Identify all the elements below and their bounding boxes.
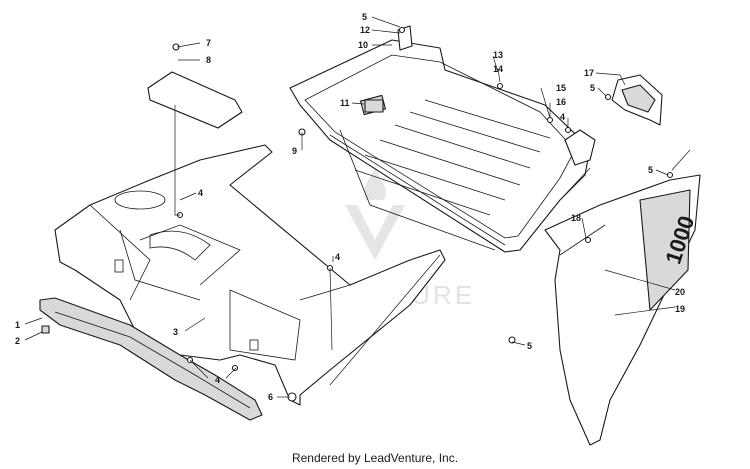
callout-2: 2 [15, 336, 20, 346]
callout-14: 14 [493, 64, 503, 74]
callout-18: 18 [571, 213, 581, 223]
callout-6: 6 [268, 392, 273, 402]
callout-10: 10 [358, 40, 368, 50]
side-panel: 1000 [544, 174, 701, 446]
callout-5-light: 5 [590, 83, 595, 93]
callout-5-top: 5 [362, 12, 367, 22]
storage-lid [147, 43, 243, 129]
callout-19: 19 [675, 304, 685, 314]
callout-12: 12 [360, 25, 370, 35]
callout-3: 3 [173, 327, 178, 337]
tail-light [611, 74, 663, 126]
callout-16: 16 [556, 97, 566, 107]
callout-labels: 1 2 3 4 4 4 4 5 5 5 5 6 7 8 9 10 11 12 1… [15, 12, 685, 402]
callout-4-upper: 4 [198, 188, 203, 198]
callout-4-middle: 4 [335, 252, 340, 262]
callout-4-lower: 4 [215, 375, 220, 385]
callout-9: 9 [292, 146, 297, 156]
footer-credit: Rendered by LeadVenture, Inc. [291, 451, 459, 465]
exploded-view-drawing: LEADVENTURE [15, 12, 701, 446]
callout-13: 13 [493, 50, 503, 60]
callout-1: 1 [15, 320, 20, 330]
callout-5-bottom: 5 [527, 341, 532, 351]
warning-label [364, 99, 384, 113]
cargo-box [289, 25, 596, 253]
callout-7: 7 [206, 38, 211, 48]
callout-11: 11 [340, 98, 350, 108]
rear-bumper-trim [39, 297, 263, 421]
callout-17: 17 [584, 68, 594, 78]
callout-15: 15 [556, 83, 566, 93]
leader-lines [24, 16, 691, 398]
rear-body-panel [54, 144, 446, 406]
callout-8: 8 [206, 55, 211, 65]
callout-4-box: 4 [560, 112, 565, 122]
callout-5-panel: 5 [648, 165, 653, 175]
callout-20: 20 [675, 287, 685, 297]
